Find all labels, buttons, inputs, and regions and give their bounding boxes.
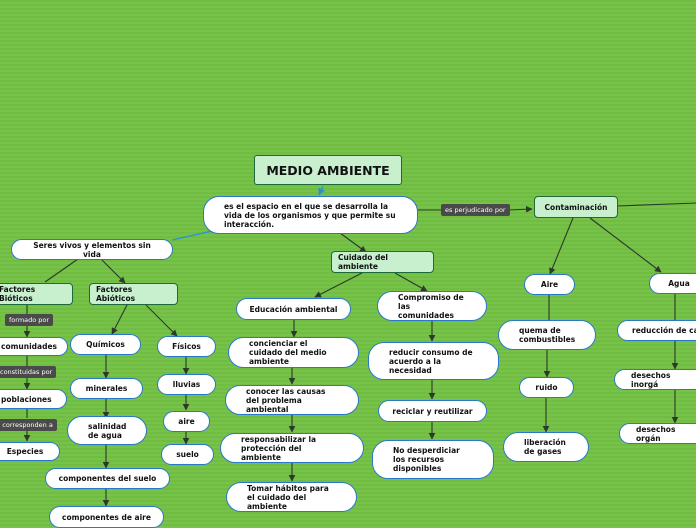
- compromiso-comunidades-node[interactable]: Compromiso de las comunidades: [377, 291, 487, 321]
- quimicos-node[interactable]: Químicos: [70, 334, 141, 355]
- no-desperdiciar-node[interactable]: No desperdiciar los recursos disponibles: [372, 440, 494, 479]
- salinidad-node[interactable]: salinidad de agua: [67, 416, 147, 445]
- title-node[interactable]: MEDIO AMBIENTE: [254, 155, 402, 185]
- relation-constituidas-label: constituidas por: [0, 366, 57, 378]
- concienciar-node[interactable]: concienciar el cuidado del medio ambient…: [228, 337, 359, 368]
- reciclar-node[interactable]: reciclar y reutilizar: [378, 400, 487, 422]
- tomar-habitos-node[interactable]: Tomar hábitos para el cuidado del ambien…: [226, 482, 357, 512]
- cuidado-ambiente-node[interactable]: Cuidado del ambiente: [331, 251, 434, 273]
- aire-node[interactable]: Aire: [524, 274, 575, 295]
- quema-combustibles-node[interactable]: quema de combustibles: [498, 320, 596, 350]
- agua-node[interactable]: Agua: [649, 273, 696, 294]
- responsabilizar-node[interactable]: responsabilizar la protección del ambien…: [220, 433, 364, 463]
- componentes-aire-node[interactable]: componentes de aire: [49, 506, 164, 528]
- reduccion-node[interactable]: reducción de ca: [617, 320, 696, 341]
- minerales-node[interactable]: minerales: [70, 378, 143, 399]
- factores-abioticos-node[interactable]: Factores Abióticos: [89, 283, 178, 305]
- liberacion-gases-node[interactable]: liberación de gases: [503, 432, 589, 462]
- conocer-causas-node[interactable]: conocer las causas del problema ambienta…: [225, 385, 359, 415]
- reducir-consumo-node[interactable]: reducir consumo de acuerdo a la necesida…: [368, 342, 499, 380]
- lluvias-node[interactable]: lluvias: [157, 374, 216, 395]
- especies-node[interactable]: Especies: [0, 442, 60, 461]
- desechos-inorganicos-node[interactable]: desechos inorgá: [614, 369, 696, 390]
- contaminacion-node[interactable]: Contaminación: [534, 196, 618, 218]
- educacion-ambiental-node[interactable]: Educación ambiental: [236, 298, 351, 320]
- desechos-organicos-node[interactable]: desechos orgán: [619, 423, 696, 444]
- definition-node[interactable]: es el espacio en el que se desarrolla la…: [203, 196, 418, 234]
- relation-corresponden-label: que corresponden a: [0, 419, 57, 431]
- comunidades-node[interactable]: comunidades: [0, 337, 68, 356]
- factores-bioticos-node[interactable]: Factores Bióticos: [0, 283, 73, 305]
- relation-perjudicado-label: es perjudicado por: [441, 204, 510, 216]
- suelo-node[interactable]: suelo: [161, 444, 214, 465]
- ruido-node[interactable]: ruido: [519, 377, 574, 398]
- poblaciones-node[interactable]: poblaciones: [0, 389, 67, 409]
- componentes-suelo-node[interactable]: componentes del suelo: [45, 468, 170, 489]
- seres-vivos-node[interactable]: Seres vivos y elementos sin vida: [11, 239, 173, 260]
- relation-formado-label: formado por: [5, 314, 54, 326]
- fisicos-node[interactable]: Físicos: [157, 336, 216, 357]
- aire-fisico-node[interactable]: aire: [163, 411, 210, 432]
